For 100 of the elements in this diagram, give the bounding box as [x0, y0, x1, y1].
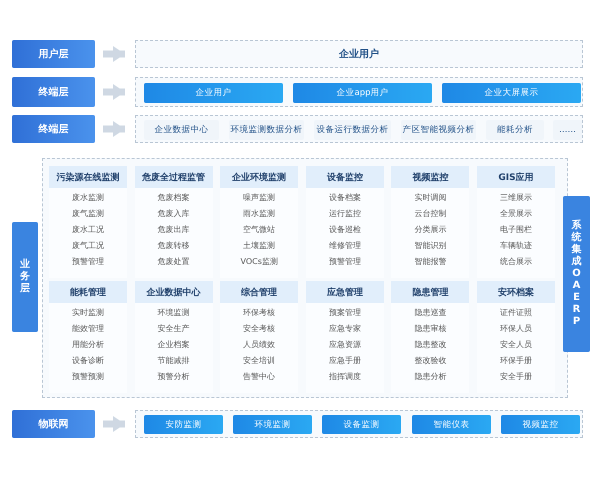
module-button: 环境监测: [233, 415, 312, 434]
list-item: 危废档案: [156, 192, 191, 204]
list-item: 用能分析: [71, 339, 105, 351]
list-item: 应急资源: [328, 339, 362, 351]
list-item: 智能识别: [413, 240, 448, 252]
list-item: 废水工况: [71, 224, 105, 236]
card-heading: 综合管理: [220, 281, 298, 303]
module-button: 设备监测: [322, 415, 401, 434]
module-card: [477, 166, 555, 278]
module-button: 智能仪表: [412, 415, 491, 434]
list-item: 安全培训: [242, 355, 276, 367]
list-item: 全景展示: [499, 208, 533, 220]
list-item: 云台控制: [413, 208, 448, 220]
list-item: VOCs监测: [239, 256, 279, 268]
list-item: 告警中心: [242, 371, 276, 383]
list-item: 节能减排: [156, 355, 191, 367]
list-item: 设备诊断: [71, 355, 105, 367]
card-heading: 视频监控: [391, 166, 470, 188]
card-heading: 应急管理: [306, 281, 384, 303]
module-card: [306, 166, 384, 278]
list-item: 环保人员: [499, 323, 533, 335]
list-item: 人员绩效: [242, 339, 276, 351]
module-button: 企业用户: [144, 83, 283, 103]
list-item: 企业档案: [156, 339, 191, 351]
list-item: 实时调阅: [413, 192, 448, 204]
list-item: 设备巡检: [328, 224, 362, 236]
module-card: [391, 166, 470, 278]
list-item: 预警管理: [328, 256, 362, 268]
module-card: [134, 166, 213, 278]
dashed-panel: [135, 410, 583, 438]
list-item: 隐患整改: [413, 339, 448, 351]
module-chip: 环境监测数据分析: [229, 120, 304, 140]
list-item: 废水监测: [71, 192, 105, 204]
list-item: 三维展示: [499, 192, 533, 204]
arrow: [103, 121, 125, 137]
module-card: [220, 166, 298, 278]
list-item: 噪声监测: [242, 192, 276, 204]
arrow: [103, 416, 125, 432]
list-item: 预警分析: [156, 371, 191, 383]
module-chip: 设备运行数据分析: [314, 120, 391, 140]
module-card: [220, 281, 298, 393]
list-item: 智能报警: [413, 256, 448, 268]
card-heading: GIS应用: [477, 166, 555, 188]
card-heading: 能耗管理: [49, 281, 127, 303]
list-item: 电子围栏: [499, 224, 533, 236]
arrow: [103, 46, 125, 62]
list-item: 应急手册: [328, 355, 362, 367]
layer-label: 终端层: [12, 115, 95, 143]
list-item: 隐患分析: [413, 371, 448, 383]
list-item: 安全考核: [242, 323, 276, 335]
list-item: 危废入库: [156, 208, 191, 220]
dashed-panel: [135, 115, 583, 143]
list-item: 废气监测: [71, 208, 105, 220]
list-item: 运行监控: [328, 208, 362, 220]
list-item: 隐患审核: [413, 323, 448, 335]
list-item: 分类展示: [413, 224, 448, 236]
list-item: 车辆轨迹: [499, 240, 533, 252]
layer-label: 物联网: [12, 410, 95, 438]
list-item: 环保考核: [242, 307, 276, 319]
module-button: 企业app用户: [293, 83, 432, 103]
list-item: 雨水监测: [242, 208, 276, 220]
side-tab: 业务层: [12, 222, 38, 332]
module-chip: ……: [553, 120, 582, 140]
card-heading: 危废全过程监管: [134, 166, 213, 188]
module-button: 企业大屏展示: [442, 83, 581, 103]
card-heading: 隐患管理: [391, 281, 470, 303]
module-card: [49, 281, 127, 393]
list-item: 环境监测: [156, 307, 191, 319]
dashed-panel: [135, 77, 583, 107]
list-item: 维修管理: [328, 240, 362, 252]
dashed-panel: [42, 158, 568, 398]
list-item: 整改验收: [413, 355, 448, 367]
list-item: 安全生产: [156, 323, 191, 335]
module-card: [49, 166, 127, 278]
card-heading: 企业环境监测: [220, 166, 298, 188]
module-chip: 产区智能视频分析: [401, 120, 476, 140]
list-item: 能效管理: [71, 323, 105, 335]
list-item: 预警预测: [71, 371, 105, 383]
list-item: 环保手册: [499, 355, 533, 367]
layer-label: 终端层: [12, 77, 95, 107]
card-heading: 安环档案: [477, 281, 555, 303]
list-item: 预警管理: [71, 256, 105, 268]
card-heading: 污染源在线监测: [49, 166, 127, 188]
module-button: 安防监测: [144, 415, 223, 434]
layer-label: 用户层: [12, 40, 95, 68]
module-card: [391, 281, 470, 393]
list-item: 统合展示: [499, 256, 533, 268]
module-card: [134, 281, 213, 393]
list-item: 应急专家: [328, 323, 362, 335]
list-item: 指挥调度: [328, 371, 362, 383]
module-chip: 企业数据中心: [144, 120, 219, 140]
module-card: [477, 281, 555, 393]
card-heading: 设备监控: [306, 166, 384, 188]
list-item: 隐患巡查: [413, 307, 448, 319]
module-button: 视频监控: [501, 415, 580, 434]
card-heading: 企业数据中心: [134, 281, 213, 303]
list-item: 危废转移: [156, 240, 191, 252]
list-item: 危废出库: [156, 224, 191, 236]
list-item: 实时监测: [71, 307, 105, 319]
list-item: 预案管理: [328, 307, 362, 319]
